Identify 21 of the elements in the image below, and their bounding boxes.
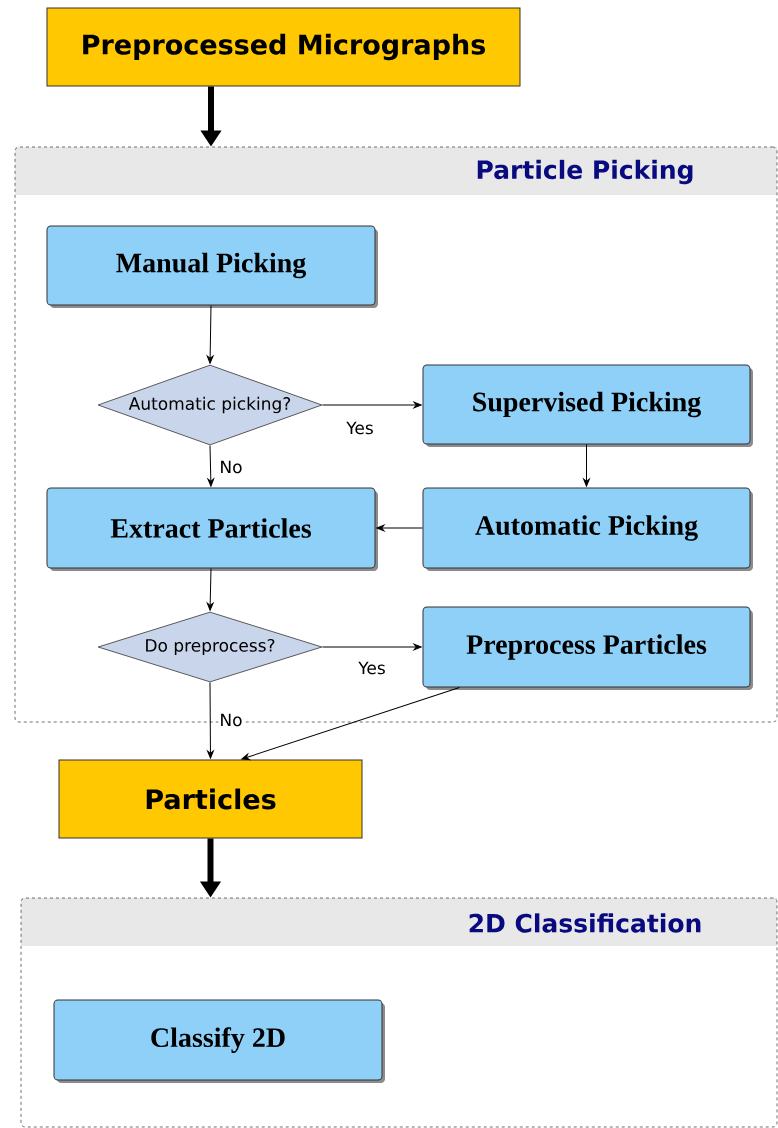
arrow <box>241 687 460 761</box>
process-box: Automatic Picking <box>422 487 753 571</box>
edge-label: No <box>218 459 244 475</box>
arrow <box>207 444 215 487</box>
edge-label: Yes <box>345 420 375 436</box>
edge-label: Yes <box>357 660 387 676</box>
data-box: Preprocessed Micrographs <box>46 7 521 87</box>
process-box: Supervised Picking <box>422 364 753 447</box>
process-box: Preprocess Particles <box>422 606 753 690</box>
arrow <box>321 643 422 651</box>
process-box: Extract Particles <box>46 487 378 571</box>
arrow <box>376 524 423 532</box>
arrow <box>207 681 214 759</box>
arrow <box>583 444 590 487</box>
process-box: Classify 2D <box>53 999 385 1083</box>
arrow <box>206 568 214 611</box>
data-box: Particles <box>58 759 363 839</box>
arrow <box>321 401 422 409</box>
edge-label: No <box>218 712 244 728</box>
arrow <box>206 305 214 364</box>
process-box: Manual Picking <box>46 225 378 308</box>
